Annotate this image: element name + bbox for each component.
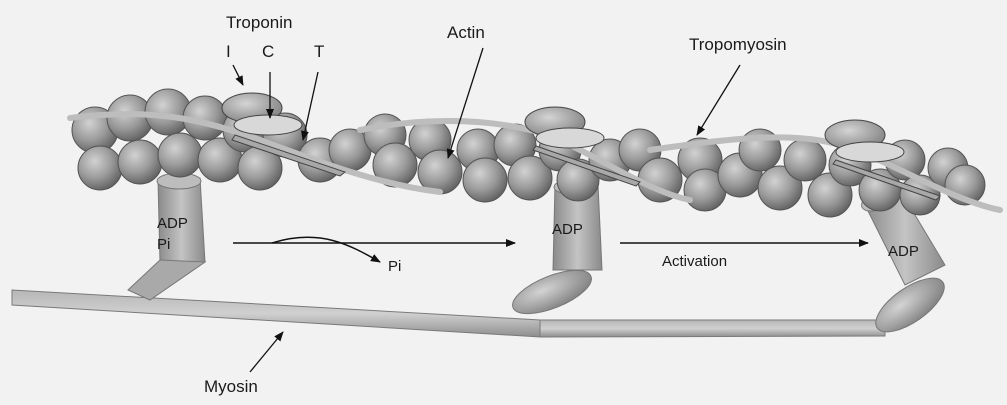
adp-label-3: ADP [888,244,919,259]
adp-label-1: ADP [157,216,188,231]
troponin-t-label: T [314,43,324,60]
process-arrows [233,237,868,262]
myosin-label: Myosin [204,378,258,395]
pi-released-label: Pi [388,259,401,274]
troponin-i-label: I [226,43,231,60]
adp-label-2: ADP [552,222,583,237]
troponin-label: Troponin [226,14,292,31]
troponin-c-label: C [262,43,274,60]
activation-label: Activation [662,254,727,269]
actin-label: Actin [447,24,485,41]
tropomyosin-label: Tropomyosin [689,36,787,53]
myosin-head-2 [507,179,602,323]
pi-label-1: Pi [157,237,170,252]
